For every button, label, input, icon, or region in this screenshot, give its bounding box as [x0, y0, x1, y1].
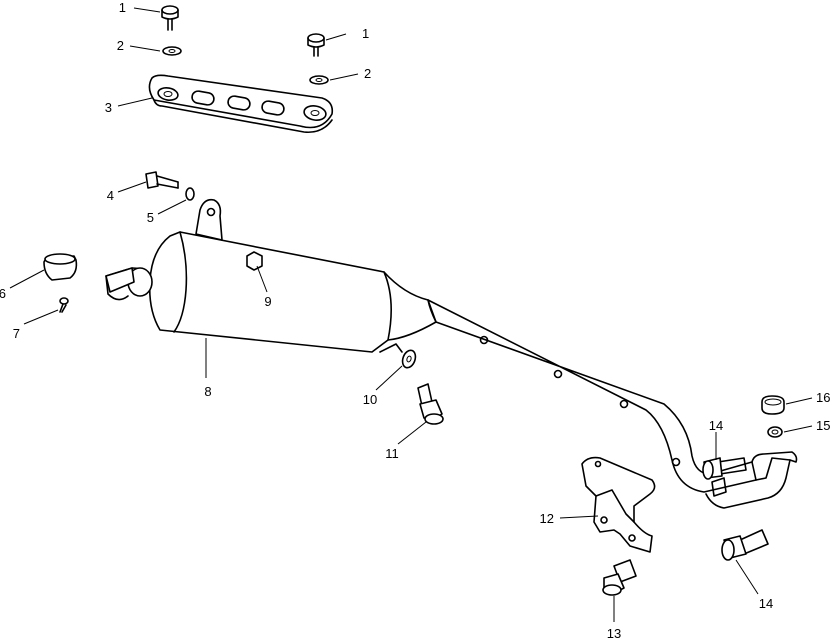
callout-14-upper: 14 [709, 418, 723, 433]
part-end-cap-6 [43, 253, 78, 281]
part-gasket-15 [767, 426, 783, 438]
callout-4: 4 [107, 188, 114, 203]
callout-2-right: 2 [364, 66, 371, 81]
callout-8: 8 [204, 384, 211, 399]
part-head-pipe [427, 299, 798, 509]
part-muffler-8 [105, 198, 437, 353]
callout-5: 5 [147, 210, 154, 225]
part-bolt-14-lower [721, 529, 769, 561]
part-bolt-1-left [161, 5, 179, 31]
callout-7: 7 [13, 326, 20, 341]
part-bolt-13 [602, 559, 637, 596]
part-bolt-11 [417, 383, 444, 425]
callout-1-right: 1 [362, 26, 369, 41]
callout-9: 9 [264, 294, 271, 309]
part-bolt-14-upper [702, 457, 747, 480]
part-bolt-4 [145, 171, 179, 189]
callout-16: 16 [816, 390, 830, 405]
callout-10: 10 [363, 392, 377, 407]
part-washer-2-right [309, 75, 329, 85]
callout-13: 13 [607, 626, 621, 640]
callout-2-left: 2 [117, 38, 124, 53]
part-screw-7 [59, 297, 69, 313]
leader-lines [9, 7, 813, 622]
callout-15: 15 [816, 418, 830, 433]
callout-12: 12 [540, 511, 554, 526]
callout-14-lower: 14 [759, 596, 773, 611]
part-washer-5 [185, 187, 195, 201]
callout-6: 6 [0, 286, 6, 301]
callout-3: 3 [105, 100, 112, 115]
callout-1-left: 1 [119, 0, 126, 15]
part-washer-2-left [162, 46, 182, 56]
part-bracket-12 [581, 456, 656, 553]
part-seal-16 [761, 395, 785, 415]
callout-11: 11 [385, 446, 399, 461]
part-bracket-3 [148, 74, 334, 134]
part-bolt-1-right [307, 33, 325, 57]
part-washer-10 [401, 349, 417, 369]
